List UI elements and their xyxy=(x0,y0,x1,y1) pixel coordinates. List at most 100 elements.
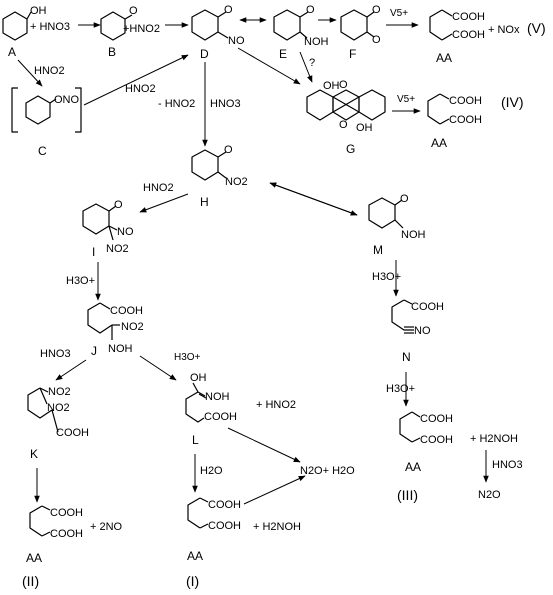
compound-f-o2: O xyxy=(372,34,381,46)
compound-j-cooh: COOH xyxy=(110,305,143,317)
plus-h2noh-iii: + H2NOH xyxy=(470,433,518,445)
compound-h-label: H xyxy=(200,195,209,209)
compound-g-label: G xyxy=(346,142,355,156)
compound-d-label: D xyxy=(200,47,209,61)
aa-iii-cooh2: COOH xyxy=(420,434,453,446)
plus-2no: + 2NO xyxy=(90,521,123,533)
aa-i-cooh1: COOH xyxy=(208,499,241,511)
compound-aa-top: COOH COOH AA xyxy=(429,9,485,65)
compound-m-noh: NOH xyxy=(401,229,426,241)
aa-top-cooh1: COOH xyxy=(452,11,485,23)
aa-top-label: AA xyxy=(436,51,452,65)
compound-k-label: K xyxy=(30,447,38,461)
compound-n: COOH NO N xyxy=(391,299,444,364)
compound-i: O NO NO2 I xyxy=(82,199,134,259)
reagent-h3o-n: H3O+ xyxy=(386,383,415,395)
compound-f-label: F xyxy=(349,47,356,61)
compound-a-ring xyxy=(2,11,28,41)
compound-h-ring xyxy=(191,149,219,181)
arrow-d-to-g xyxy=(237,47,301,85)
arrow-aa-to-n2o xyxy=(243,475,306,505)
aa-g-label: AA xyxy=(431,136,447,150)
aa-ii-label: AA xyxy=(26,551,42,565)
compound-m-ring xyxy=(368,197,396,229)
compound-c-ono: ONO xyxy=(54,94,80,106)
compound-k-cooh: COOH xyxy=(56,427,89,439)
compound-e: O NOH E xyxy=(273,4,329,61)
aa-g-cooh2: COOH xyxy=(449,114,482,126)
arrow-j-to-k xyxy=(55,359,87,381)
compound-aa-i: COOH COOH AA xyxy=(187,497,241,563)
compound-m-label: M xyxy=(373,243,383,257)
compound-f-ring xyxy=(340,9,368,41)
compound-i-no2: NO2 xyxy=(106,243,129,255)
compound-e-label: E xyxy=(279,47,287,61)
compound-l-noh: NOH xyxy=(205,391,230,403)
plus-hno2: +HNO2 xyxy=(123,23,160,35)
compound-a: OH A xyxy=(2,5,47,59)
compound-a-oh: OH xyxy=(30,5,47,17)
compound-j-label: J xyxy=(91,344,97,358)
arrow-a-to-c xyxy=(17,59,43,87)
aa-iii-cooh1: COOH xyxy=(420,413,453,425)
compound-n-no: NO xyxy=(414,325,431,337)
pathway-v: (V) xyxy=(527,20,546,36)
aa-ii-cooh2: COOH xyxy=(50,528,83,540)
reagent-hno2-h: HNO2 xyxy=(143,182,174,194)
compound-e-noh: NOH xyxy=(304,36,329,48)
compound-h-no2: NO2 xyxy=(225,176,248,188)
aa-i-cooh2: COOH xyxy=(208,520,241,532)
compound-l-label: L xyxy=(192,433,199,447)
compound-d: O NO D xyxy=(191,4,245,61)
reagent-hno3-j: HNO3 xyxy=(40,348,71,360)
arrow-h-to-i xyxy=(139,193,189,213)
compound-g-oh-bottom: OH xyxy=(356,122,373,134)
pathway-ii: (II) xyxy=(22,573,39,589)
compound-j: COOH NO2 NOH J xyxy=(87,302,144,358)
reagent-hno3-d: HNO3 xyxy=(210,98,241,110)
compound-g-o1: O xyxy=(339,79,348,91)
v5-reagent-top: V5+ xyxy=(390,8,408,19)
reagent-hno2-a: HNO2 xyxy=(34,65,65,77)
aa-iii-label: AA xyxy=(405,460,421,474)
compound-m-o: O xyxy=(400,193,409,205)
compound-i-no: NO xyxy=(117,226,134,238)
arrow-j-to-l xyxy=(139,355,177,381)
aa-g-cooh1: COOH xyxy=(449,95,482,107)
compound-d-no: NO xyxy=(228,35,245,47)
reagent-h3o-j: H3O+ xyxy=(174,352,201,363)
compound-i-label: I xyxy=(92,245,95,259)
compound-g-ring-left xyxy=(306,89,334,121)
compound-k-no2a: NO2 xyxy=(48,386,71,398)
compound-m: O NOH M xyxy=(368,193,426,257)
compound-d-ring xyxy=(191,9,219,41)
compound-c-label: C xyxy=(38,144,47,158)
compound-h-o: O xyxy=(224,144,233,156)
compound-i-o: O xyxy=(114,199,123,211)
compound-aa-iii: COOH COOH AA xyxy=(399,411,453,474)
n2o-h2o: N2O+ H2O xyxy=(300,465,355,477)
arrow-m-to-h xyxy=(269,182,358,216)
compound-l-oh: OH xyxy=(190,372,207,384)
arrow-e-to-g xyxy=(299,51,313,83)
compound-e-o: O xyxy=(306,4,315,16)
reagent-hno2-c: HNO2 xyxy=(125,83,156,95)
aa-top-cooh2: COOH xyxy=(452,29,485,41)
reagent-minus-hno2: - HNO2 xyxy=(158,98,195,110)
pathway-i: (I) xyxy=(186,573,199,589)
pathway-iv: (IV) xyxy=(501,94,524,110)
compound-g-oh-top: OH xyxy=(323,80,340,92)
aa-ii-cooh1: COOH xyxy=(50,507,83,519)
compound-b-label: B xyxy=(108,45,116,59)
plus-h2noh-i: + H2NOH xyxy=(253,521,301,533)
reagent-h3o-i: H3O+ xyxy=(66,275,95,287)
plus-hno2-l: + HNO2 xyxy=(256,399,296,411)
pathway-iii: (III) xyxy=(397,487,418,503)
reagent-h2o-l: H2O xyxy=(200,465,223,477)
compound-a-label: A xyxy=(8,45,16,59)
compound-g-o2: O xyxy=(339,119,348,131)
compound-j-no2: NO2 xyxy=(121,321,144,333)
compound-n-label: N xyxy=(402,350,411,364)
compound-aa-g: COOH COOH AA xyxy=(427,93,482,150)
